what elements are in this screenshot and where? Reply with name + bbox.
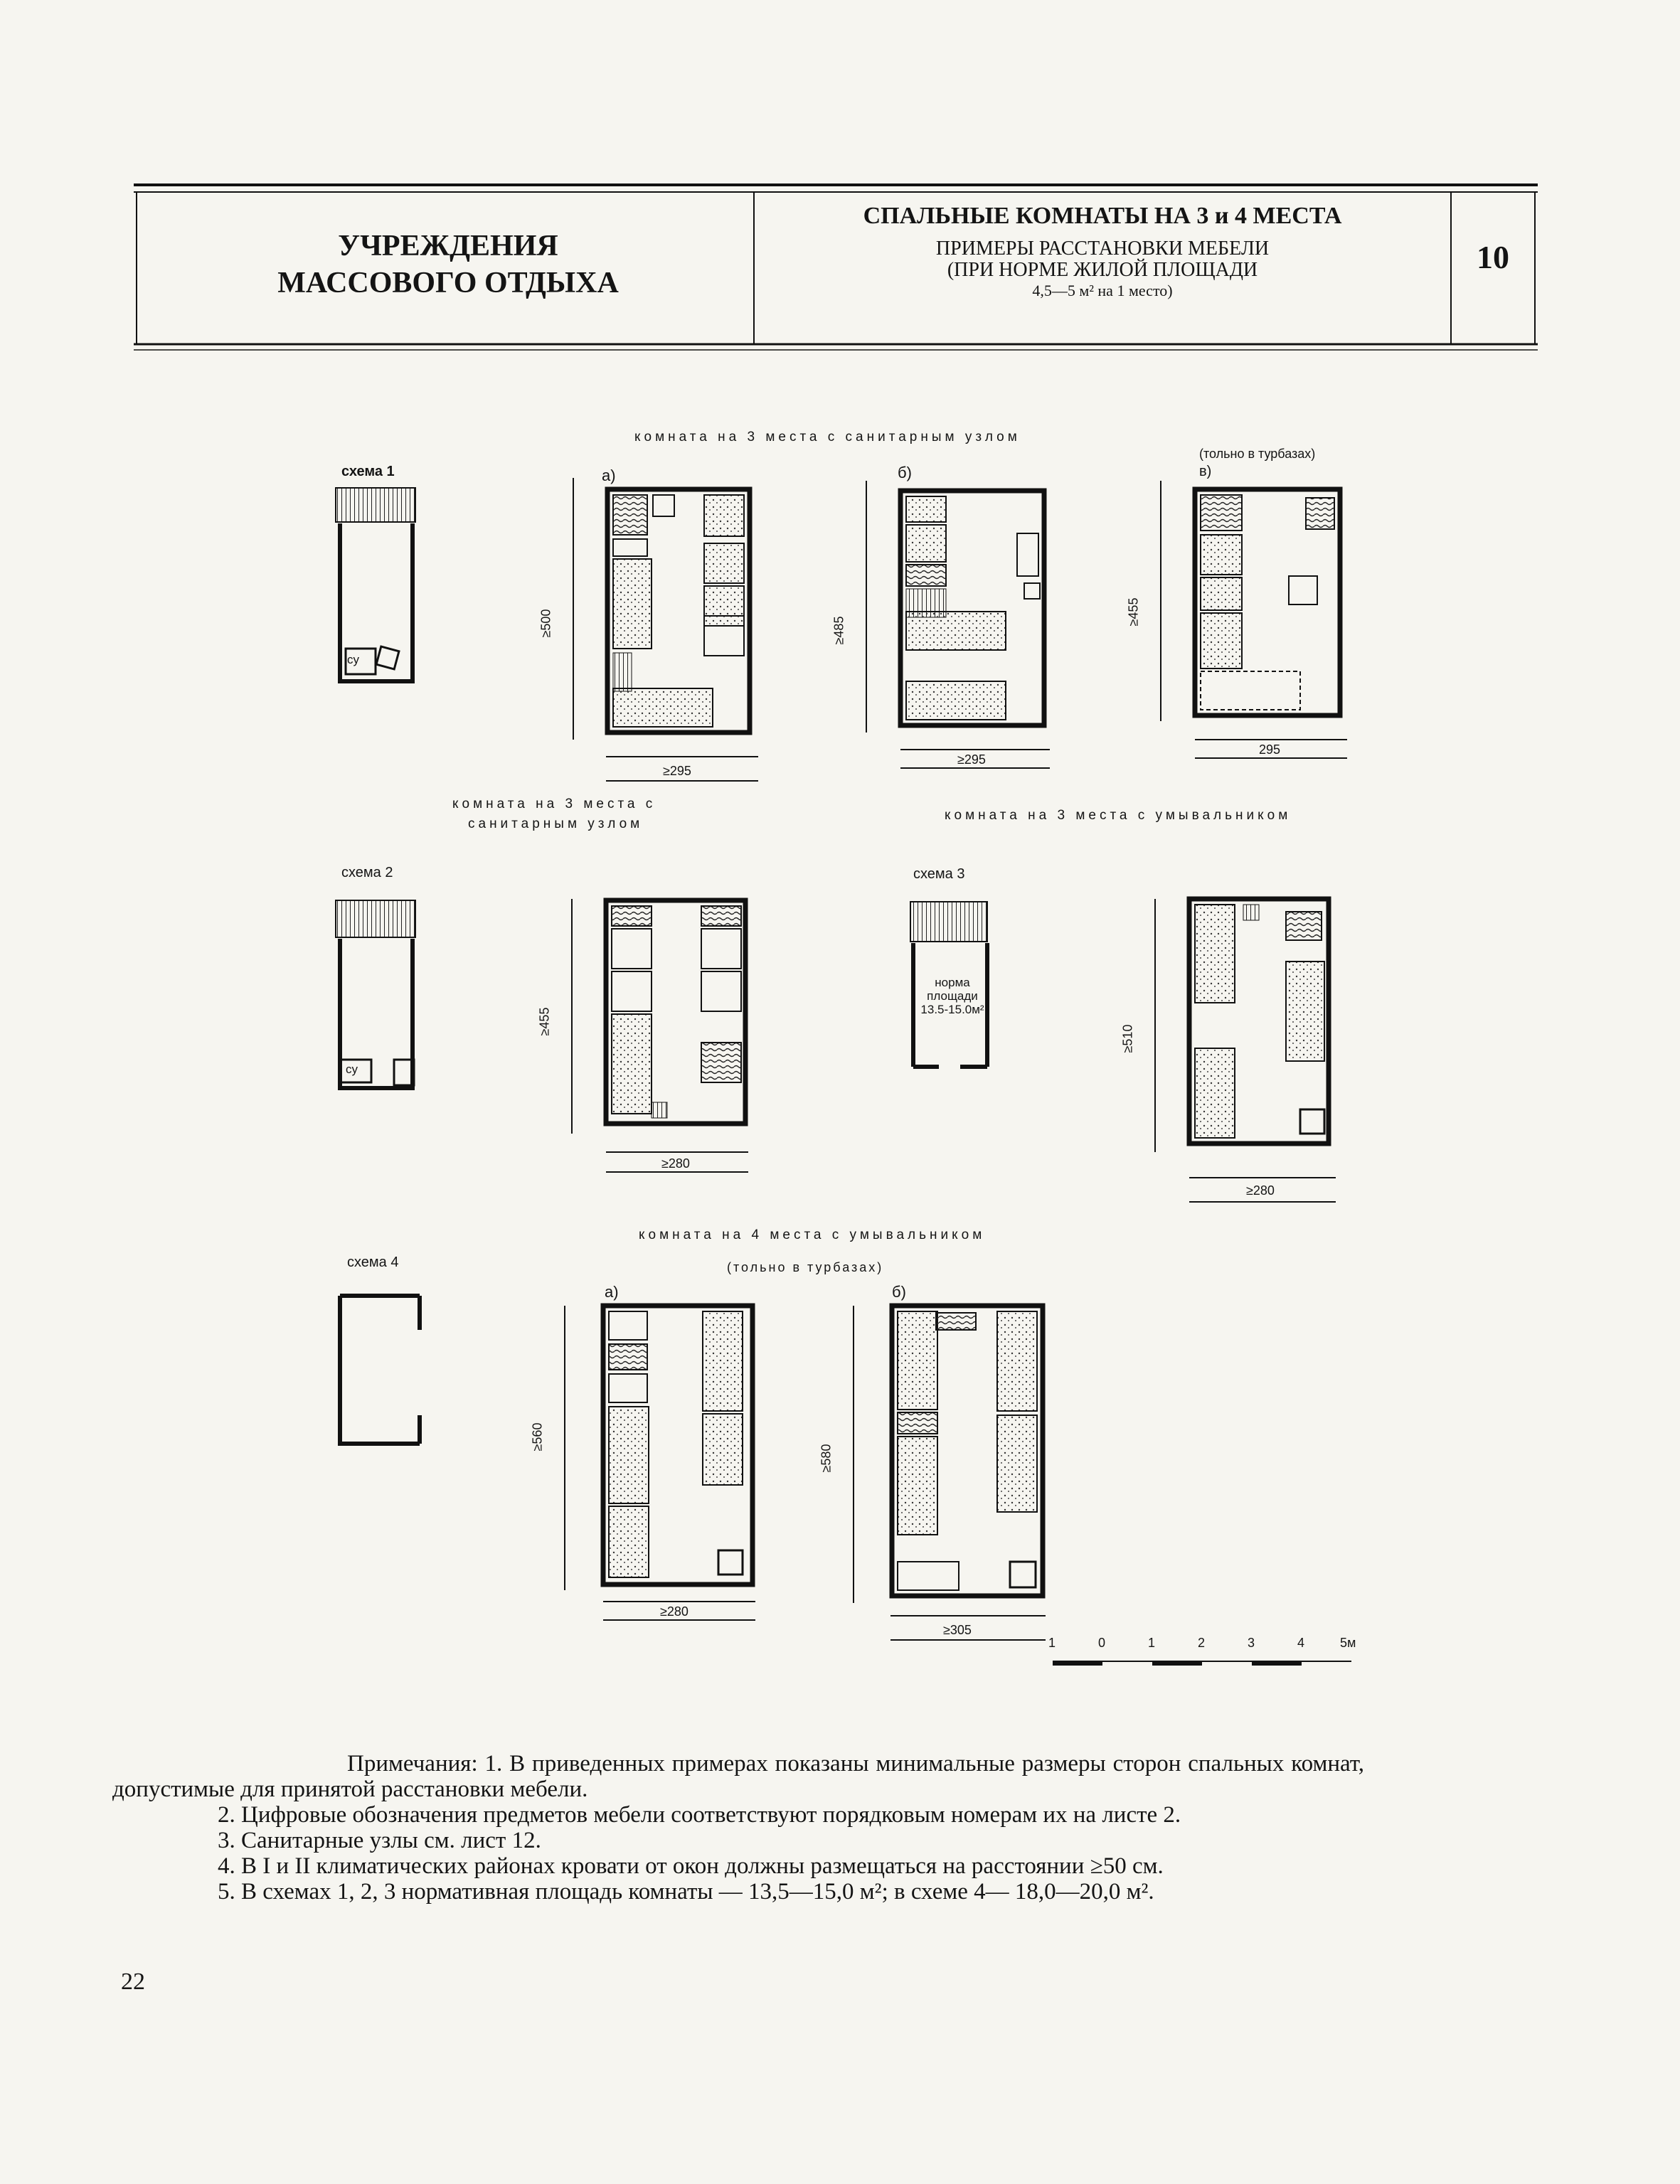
plan-4b-width: ≥305 [943,1623,972,1637]
plan-4b [889,1303,1046,1599]
scale-tick-5: 4 [1297,1636,1305,1650]
plan-1b-label: б) [898,464,912,481]
note-4: 4. В I и II климатических районах кроват… [218,1853,1164,1879]
scheme-2-su: су [346,1062,358,1076]
scale-tick-3: 2 [1198,1636,1206,1650]
plan-1b-width: ≥295 [957,752,986,767]
scale-tick-2: 1 [1148,1636,1156,1650]
scheme-3-norm-line2: площади [927,989,978,1003]
plan-3 [1186,896,1331,1146]
section-1c-note: (тольно в турбазах) [1199,447,1316,461]
dimension-lines [564,478,1347,1641]
plan-4a-label: а) [605,1283,619,1301]
plan-4a-width: ≥280 [660,1604,689,1619]
plan-1a-label: а) [602,467,616,484]
scheme-4-diagram [338,1294,422,1446]
plan-4b-height: ≥580 [819,1444,834,1473]
scheme-2-label: схема 2 [341,865,393,880]
plan-2-height: ≥455 [537,1007,552,1036]
note-3: 3. Санитарные узлы см. лист 12. [218,1828,541,1853]
plan-1b-height: ≥485 [831,616,846,645]
plan-1b [898,488,1047,728]
institution-title-line2: МАССОВОГО ОТДЫХА [277,267,619,299]
scheme-3-diagram [910,901,989,1069]
scheme-3-norm-line1: норма [935,976,970,989]
institution-title-line1: УЧРЕЖДЕНИЯ [338,230,558,262]
note-2: 2. Цифровые обозначения предметов мебели… [218,1802,1181,1828]
plan-2-width: ≥280 [661,1156,690,1171]
plan-1a-height: ≥500 [538,609,553,638]
institution-title: УЧРЕЖДЕНИЯ МАССОВОГО ОТДЫХА [142,228,754,302]
scheme-3-label: схема 3 [913,866,965,882]
scheme-3-norm: норма площади 13.5-15.0м² [920,976,984,1016]
sheet-subtitle-3: 4,5—5 м² на 1 место) [1032,282,1173,299]
section-2-title-2: санитарным узлом [468,816,644,831]
note-1: Примечания: 1. В приведенных примерах по… [112,1751,1364,1802]
section-1-title: комната на 3 места с санитарным узлом [634,430,1021,444]
plan-1c-label: в) [1199,464,1212,479]
section-3-title: комната на 3 места с умывальником [945,808,1292,823]
plan-3-height: ≥510 [1120,1024,1135,1053]
sheet-title: СПАЛЬНЫЕ КОМНАТЫ НА 3 и 4 МЕСТА ПРИМЕРЫ … [755,203,1450,301]
page-number: 22 [121,1969,145,1995]
plan-1a-width: ≥295 [663,764,691,778]
scheme-1-label: схема 1 [341,464,395,479]
plan-1a [605,486,753,735]
drawings [335,478,1351,1666]
scheme-1-su: су [347,653,359,666]
scale-tick-6: 5м [1340,1636,1356,1650]
sheet-subtitle-2: (ПРИ НОРМЕ ЖИЛОЙ ПЛОЩАДИ [947,259,1258,281]
section-4-note: (тольно в турбазах) [727,1260,884,1274]
plan-4a [600,1303,755,1587]
notes-block: Примечания: 1. В приведенных примерах по… [112,1751,1364,1905]
plan-1c-height: ≥455 [1126,597,1141,627]
sheet-title-main: СПАЛЬНЫЕ КОМНАТЫ НА 3 и 4 МЕСТА [863,203,1342,229]
plan-3-width: ≥280 [1246,1183,1275,1198]
section-2-title-1: комната на 3 места с [452,797,656,811]
scale-bar [1053,1661,1351,1666]
sheet-number: 10 [1477,239,1509,275]
scheme-1-diagram [335,487,416,683]
plan-1c-width: 295 [1259,742,1281,757]
sheet-subtitle-1: ПРИМЕРЫ РАССТАНОВКИ МЕБЕЛИ [935,238,1270,260]
scheme-2-diagram [335,900,416,1090]
scheme-3-norm-line3: 13.5-15.0м² [920,1003,984,1016]
header-frame [134,183,1538,351]
plan-4b-label: б) [892,1283,906,1301]
section-4-title: комната на 4 места с умывальником [639,1227,986,1242]
plan-4a-height: ≥560 [530,1422,545,1451]
scale-tick-4: 3 [1248,1636,1255,1650]
note-5: 5. В схемах 1, 2, 3 нормативная площадь … [218,1879,1154,1905]
scale-tick-1: 0 [1098,1636,1106,1650]
plan-2 [603,897,748,1126]
scale-tick-0: 1 [1048,1636,1056,1650]
scheme-4-label: схема 4 [347,1255,399,1270]
plan-1c [1192,486,1343,718]
